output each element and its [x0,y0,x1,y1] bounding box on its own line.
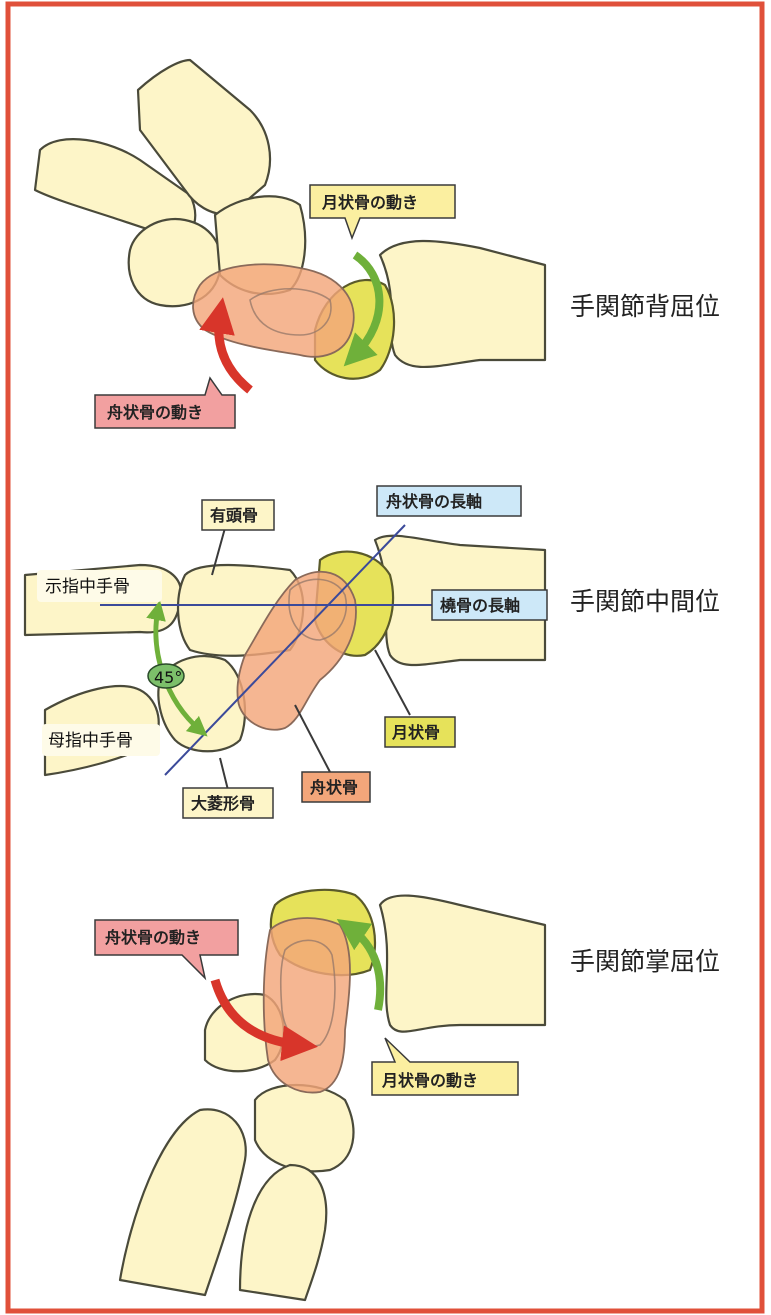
capitate-label: 有頭骨 [210,506,258,525]
trapezium-label: 大菱形骨 [191,794,255,813]
radius-long-axis-label: 橈骨の長軸 [440,596,520,615]
position-label-dorsal: 手関節背屈位 [570,292,720,321]
lunate-motion-label-palmar: 月状骨の動き [381,1071,478,1090]
position-label-palmar: 手関節掌屈位 [570,947,720,976]
lunate-label: 月状骨 [391,723,440,742]
position-label-neutral: 手関節中間位 [570,587,720,616]
scaphoid-bone-palmar [264,918,350,1092]
scaphoid-long-axis-label: 舟状骨の長軸 [386,492,482,511]
scaphoid-label: 舟状骨 [310,778,358,797]
angle-label: 45° [154,668,182,687]
scaphoid-motion-label: 舟状骨の動き [107,403,203,422]
index-metacarpal-label: 示指中手骨 [45,577,130,597]
scaphoid-motion-label-palmar: 舟状骨の動き [105,928,201,947]
lunate-motion-label: 月状骨の動き [321,193,418,212]
thumb-metacarpal-label: 母指中手骨 [48,731,133,751]
